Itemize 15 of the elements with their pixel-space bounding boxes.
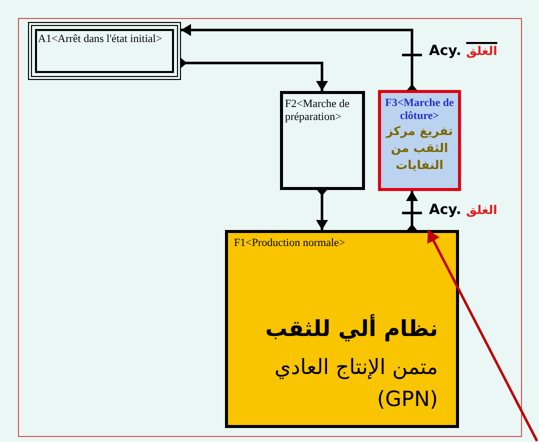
step-box [225,230,459,428]
step-description: تفريغ مركز الثقب من النفايات [384,123,454,174]
link-arrow [181,24,417,90]
step-title: F2<Marche de préparation> [285,98,351,124]
step-box [378,90,461,191]
link-arrow [181,58,328,91]
link-arrow [406,191,418,230]
link-arrow [316,190,328,230]
step-title: F1<Production normale> [234,237,346,250]
step-title: F3<Marche de clôture> [384,97,455,123]
pointer-arrow [426,229,538,442]
step-box [280,91,365,190]
step-description: متمن الإنتاج العادي (GPN) [273,354,438,413]
step-title: A1<Arrêt dans l'état initial> [38,33,164,46]
initial-step-box [28,22,181,80]
